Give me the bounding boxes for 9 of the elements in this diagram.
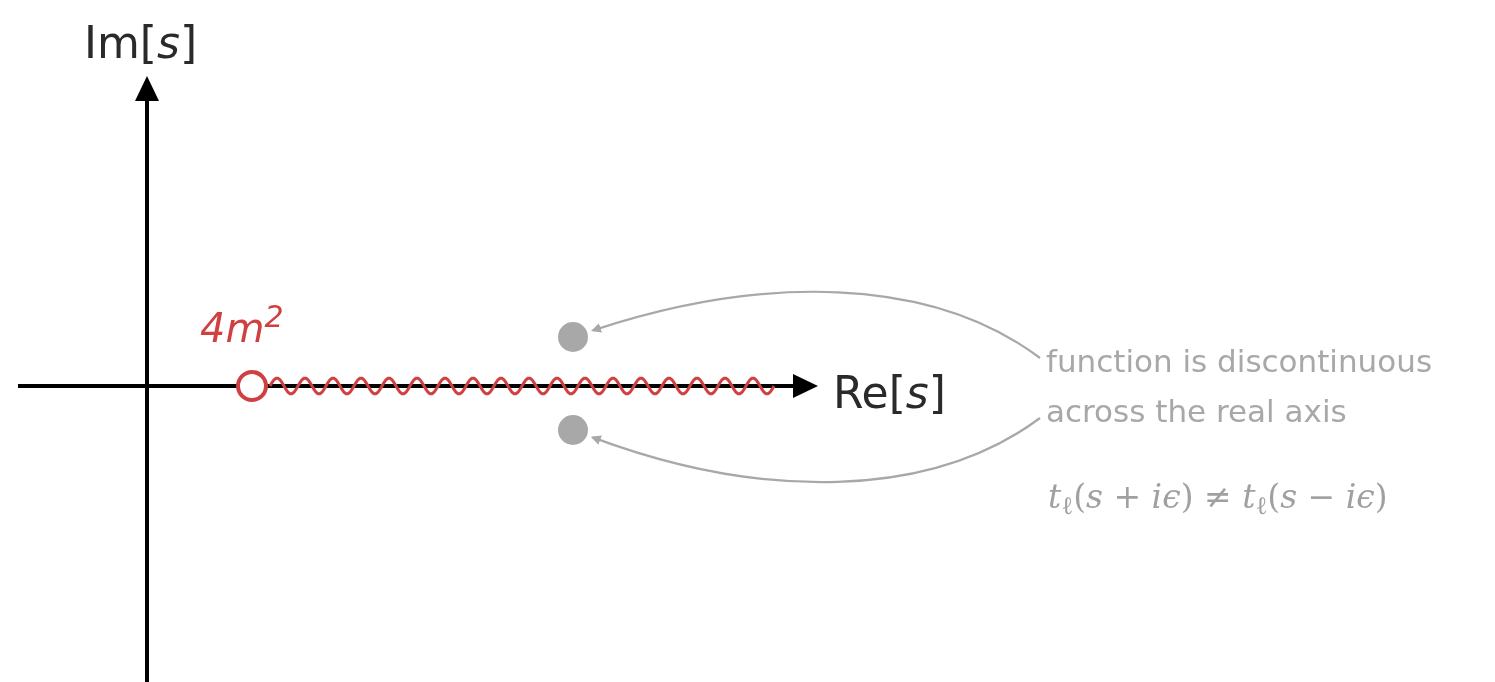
curved-arrow xyxy=(590,417,1041,483)
axis-label: Im[s] xyxy=(84,16,198,70)
point-marker xyxy=(558,322,588,352)
branch-point xyxy=(236,370,268,402)
curved-arrow xyxy=(591,290,1041,359)
annotation-text: function is discontinuous across the real axis xyxy=(1046,342,1434,431)
point-marker xyxy=(558,415,588,445)
formula: t$_{ℓ}$(s + iϵ) ≠ t$_{ℓ}$(s − iϵ) xyxy=(1048,476,1388,522)
axis-label: Re[s] xyxy=(833,366,946,420)
